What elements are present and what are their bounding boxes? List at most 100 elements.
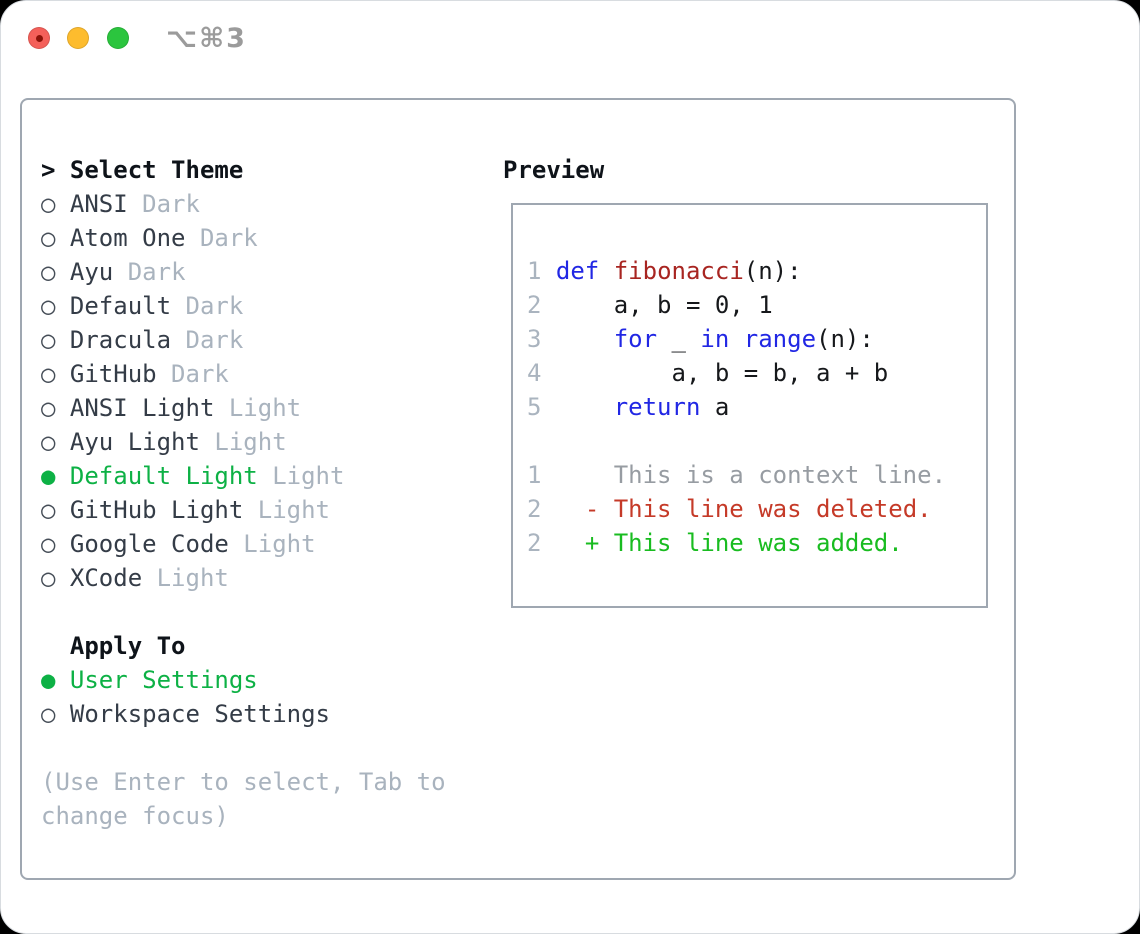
code-line-2: 2 a, b = 0, 1 [527, 288, 946, 322]
theme-option-google-code[interactable]: ○ Google Code Light [41, 527, 446, 561]
code-segment: This is a context line. [541, 461, 947, 489]
code-segment: def [555, 257, 600, 285]
code-segment [599, 257, 613, 285]
radio-unselected-icon: ○ [41, 530, 70, 558]
code-segment: return [613, 393, 701, 421]
theme-option-xcode[interactable]: ○ XCode Light [41, 561, 446, 595]
code-segment [541, 393, 613, 421]
line-number: 3 [527, 325, 542, 353]
hint-text: (Use Enter to select, Tab to [41, 768, 446, 796]
close-dot-icon [35, 34, 43, 42]
theme-label: XCode [69, 564, 143, 592]
apply-option-user-settings[interactable]: ● User Settings [41, 663, 446, 697]
radio-selected-icon: ● [41, 462, 70, 490]
theme-option-ansi[interactable]: ○ ANSI Dark [41, 187, 446, 221]
variant-tag: Light [214, 394, 302, 422]
radio-unselected-icon: ○ [41, 224, 70, 252]
radio-unselected-icon: ○ [41, 190, 70, 218]
radio-unselected-icon: ○ [41, 564, 70, 592]
variant-tag: Light [257, 462, 345, 490]
code-line-4: 4 a, b = b, a + b [527, 356, 946, 390]
theme-option-default-light[interactable]: ● Default Light Light [41, 459, 446, 493]
theme-list-header: > Select Theme [41, 153, 446, 187]
variant-tag: Dark [127, 190, 200, 218]
line-number: 4 [527, 359, 542, 387]
theme-label: GitHub [69, 360, 157, 388]
theme-option-ayu-light[interactable]: ○ Ayu Light Light [41, 425, 446, 459]
hint-line-1: (Use Enter to select, Tab to [41, 765, 446, 799]
theme-label: Default Light [69, 462, 258, 490]
blank-line [527, 424, 946, 458]
variant-tag: Dark [185, 224, 258, 252]
code-line-5: 5 return a [527, 390, 946, 424]
code-segment [541, 325, 613, 353]
code-segment [541, 529, 584, 557]
theme-option-github[interactable]: ○ GitHub Dark [41, 357, 446, 391]
variant-tag: Dark [171, 292, 244, 320]
theme-label: Atom One [69, 224, 186, 252]
radio-unselected-icon: ○ [41, 394, 70, 422]
radio-unselected-icon: ○ [41, 258, 70, 286]
code-segment: for [613, 325, 658, 353]
code-segment [541, 495, 584, 523]
theme-option-default[interactable]: ○ Default Dark [41, 289, 446, 323]
code-segment [729, 325, 743, 353]
code-segment: - This line was deleted. [584, 495, 932, 523]
radio-unselected-icon: ○ [41, 360, 70, 388]
theme-label: Google Code [69, 530, 229, 558]
line-number: 1 [527, 257, 542, 285]
pad [41, 632, 70, 660]
line-number: 5 [527, 393, 542, 421]
window-shortcut-label: ⌥⌘3 [166, 23, 247, 54]
variant-tag: Dark [171, 326, 244, 354]
apply-option-workspace-settings[interactable]: ○ Workspace Settings [41, 697, 446, 731]
line-number: 2 [527, 291, 542, 319]
code-segment: in [700, 325, 730, 353]
radio-unselected-icon: ○ [41, 326, 70, 354]
code-line-3: 3 for _ in range(n): [527, 322, 946, 356]
theme-label: Ayu [69, 258, 114, 286]
theme-option-atom-one[interactable]: ○ Atom One Dark [41, 221, 446, 255]
close-button[interactable] [28, 27, 50, 49]
theme-option-ansi-light[interactable]: ○ ANSI Light Light [41, 391, 446, 425]
diff-context-line: 1 This is a context line. [527, 458, 946, 492]
variant-tag: Light [228, 530, 316, 558]
theme-option-ayu[interactable]: ○ Ayu Dark [41, 255, 446, 289]
apply-option-label: User Settings [69, 666, 258, 694]
theme-label: GitHub Light [69, 496, 244, 524]
code-segment: range [743, 325, 817, 353]
theme-option-dracula[interactable]: ○ Dracula Dark [41, 323, 446, 357]
apply-to-header: Apply To [41, 629, 446, 663]
radio-unselected-icon: ○ [41, 428, 70, 456]
variant-tag: Light [199, 428, 287, 456]
spacer-line [41, 731, 446, 765]
preview-title: Preview [503, 156, 605, 184]
code-segment: (n): [816, 325, 874, 353]
radio-unselected-icon: ○ [41, 700, 70, 728]
radio-selected-icon: ● [41, 666, 70, 694]
code-segment: _ [657, 325, 701, 353]
radio-unselected-icon: ○ [41, 292, 70, 320]
focus-cursor-icon: > [41, 156, 70, 184]
variant-tag: Dark [156, 360, 229, 388]
line-number: 2 [527, 529, 542, 557]
code-segment: fibonacci [613, 257, 744, 285]
theme-label: ANSI [69, 190, 128, 218]
radio-unselected-icon: ○ [41, 496, 70, 524]
line-number: 1 [527, 461, 542, 489]
variant-tag: Light [142, 564, 229, 592]
theme-label: Dracula [69, 326, 172, 354]
theme-option-github-light[interactable]: ○ GitHub Light Light [41, 493, 446, 527]
variant-tag: Dark [113, 258, 186, 286]
zoom-button[interactable] [107, 27, 129, 49]
code-segment: + This line was added. [584, 529, 903, 557]
apply-option-label: Workspace Settings [69, 700, 330, 728]
diff-added-line: 2 + This line was added. [527, 526, 946, 560]
minimize-button[interactable] [67, 27, 89, 49]
line-number: 2 [527, 495, 542, 523]
hint-text: change focus) [41, 802, 229, 830]
theme-label: Ayu Light [69, 428, 200, 456]
